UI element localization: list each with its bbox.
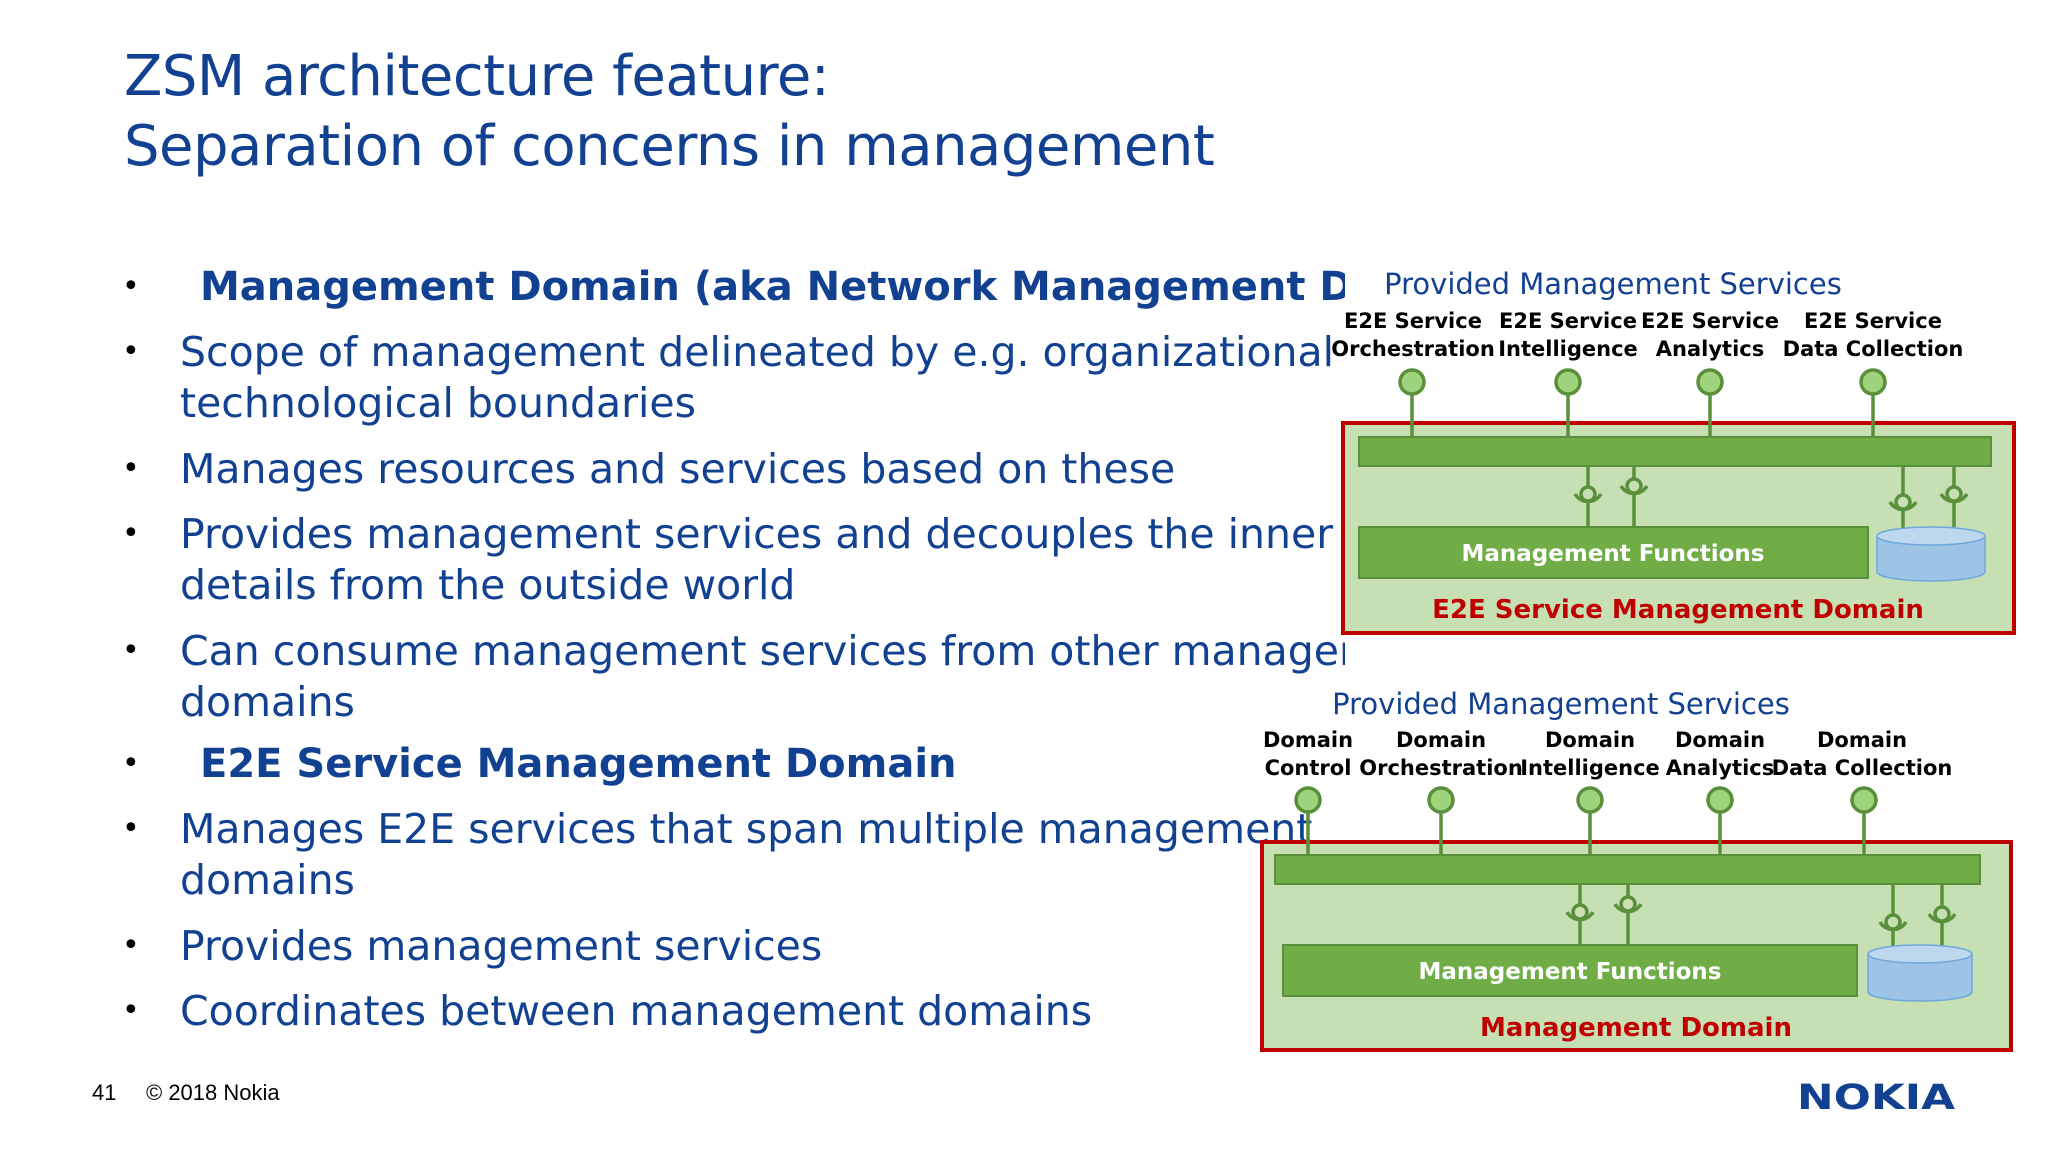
service-label-line1: E2E Service xyxy=(1804,309,1942,333)
service-label-line2: Orchestration xyxy=(1359,756,1523,780)
service-label-line1: Domain xyxy=(1545,728,1635,752)
service-lollipop-icon xyxy=(1576,786,1604,814)
bullet-text: Provides management services xyxy=(180,922,823,970)
page-number: 41 xyxy=(92,1080,117,1105)
service-label-line1: E2E Service xyxy=(1499,309,1637,333)
title-line-2: Separation of concerns in management xyxy=(124,114,1215,179)
database-icon xyxy=(1876,526,1986,582)
domain-label: Management Domain xyxy=(1480,1013,1792,1043)
bullet-text: Manages E2E services that span multiple … xyxy=(180,805,1313,853)
service-label-line2: Analytics xyxy=(1656,337,1764,361)
bullet-dot: • xyxy=(122,633,140,668)
bullet-dot: • xyxy=(122,746,140,781)
service-label-line2: Analytics xyxy=(1666,756,1774,780)
management-functions-label: Management Functions xyxy=(1462,541,1765,567)
service-lollipop-icon xyxy=(1696,368,1724,396)
bullet-text: Management Domain (aka Network Managemen… xyxy=(200,264,1345,310)
slide-title: ZSM architecture feature: Separation of … xyxy=(124,42,1215,182)
e2e-diagram: Provided Management Services E2E Service… xyxy=(1331,267,2016,635)
management-functions-box xyxy=(1358,526,1869,579)
bullet-text: Provides management services and decoupl… xyxy=(180,510,1345,558)
bullet-text: domains xyxy=(180,678,355,726)
service-lollipop-icon xyxy=(1294,786,1322,814)
domain-label: E2E Service Management Domain xyxy=(1432,595,1924,625)
service-label-line1: E2E Service xyxy=(1641,309,1779,333)
bullet-list: • Management Domain (aka Network Manageme… xyxy=(122,264,1345,1035)
management-domain-diagram: Provided Management Services Domain Cont… xyxy=(1260,687,2013,1052)
service-label-line1: Domain xyxy=(1817,728,1907,752)
service-label-line2: Data Collection xyxy=(1772,756,1953,780)
database-icon xyxy=(1867,944,1973,1002)
service-label-line2: Intelligence xyxy=(1498,337,1638,361)
interface-lines xyxy=(1306,812,1944,947)
bullet-text: domains xyxy=(180,856,355,904)
service-label-line1: Domain xyxy=(1396,728,1486,752)
service-lollipop-icon xyxy=(1706,786,1734,814)
bullet-text: Scope of management delineated by e.g. o… xyxy=(180,328,1345,376)
bullet-dot: • xyxy=(122,928,140,963)
management-functions-label: Management Functions xyxy=(1419,959,1722,985)
service-label-line1: Domain xyxy=(1263,728,1353,752)
bullet-dot: • xyxy=(122,334,140,369)
svg-text:NOKIA: NOKIA xyxy=(1797,1079,1955,1113)
service-label-line2: Orchestration xyxy=(1331,337,1495,361)
service-label-line2: Data Collection xyxy=(1783,337,1964,361)
bullet-dot: • xyxy=(122,269,140,304)
service-label-line1: Domain xyxy=(1675,728,1765,752)
bullet-text: E2E Service Management Domain xyxy=(200,741,957,787)
service-label-line1: E2E Service xyxy=(1344,309,1482,333)
service-lollipop-icon xyxy=(1398,368,1426,396)
bullet-text: Coordinates between management domains xyxy=(180,987,1093,1035)
service-lollipop-icon xyxy=(1427,786,1455,814)
bullet-text: Manages resources and services based on … xyxy=(180,445,1176,493)
integration-bus xyxy=(1274,854,1981,885)
bullet-dot: • xyxy=(122,451,140,486)
service-lollipop-icon xyxy=(1850,786,1878,814)
provided-services-label: Provided Management Services xyxy=(1384,267,1842,301)
service-lollipop-icon xyxy=(1859,368,1887,396)
bullet-dot: • xyxy=(122,993,140,1028)
integration-bus xyxy=(1358,436,1992,467)
service-label-line2: Control xyxy=(1265,756,1352,780)
copyright: © 2018 Nokia xyxy=(146,1080,280,1105)
bullet-text: Can consume management services from oth… xyxy=(180,627,1345,675)
provided-services-label: Provided Management Services xyxy=(1332,687,1790,721)
bullet-dot: • xyxy=(122,811,140,846)
title-line-1: ZSM architecture feature: xyxy=(124,44,830,109)
nokia-logo: NOKIA xyxy=(1797,1079,1955,1113)
bullet-text: technological boundaries xyxy=(180,379,696,427)
management-functions-box xyxy=(1282,944,1858,997)
service-label-line2: Intelligence xyxy=(1520,756,1660,780)
bullet-text: details from the outside world xyxy=(180,561,796,609)
service-lollipop-icon xyxy=(1554,368,1582,396)
bullet-dot: • xyxy=(122,516,140,551)
